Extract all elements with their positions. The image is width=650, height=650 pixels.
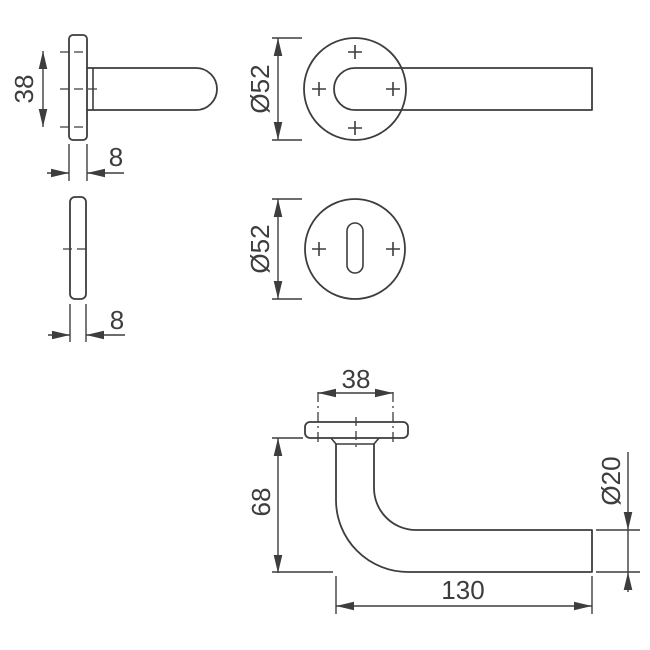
arrowhead-down xyxy=(38,109,48,127)
view-handle-side: 38 8 xyxy=(9,34,218,181)
arrowhead-up xyxy=(273,38,283,56)
rosette-side-outline xyxy=(68,34,88,141)
cross-mark-right xyxy=(386,242,400,256)
dimension-8-thickness: 8 xyxy=(48,304,125,342)
arrowhead-right xyxy=(375,388,393,398)
dim-label-8-thickness: 8 xyxy=(110,305,124,335)
arrowhead-up xyxy=(623,572,633,590)
arrowhead-right xyxy=(51,168,69,178)
fixing-cross-marks xyxy=(312,45,400,135)
dim-label-130-length: 130 xyxy=(441,575,484,605)
lever-grip-side-outline xyxy=(86,67,218,111)
cross-mark-right xyxy=(386,82,400,96)
cross-mark-bottom xyxy=(348,121,362,135)
cross-mark-top xyxy=(348,45,362,59)
dim-label-52-escutcheon: Ø52 xyxy=(245,224,275,273)
arrowhead-left xyxy=(336,601,354,611)
arrowhead-left xyxy=(86,330,104,340)
neck-collar xyxy=(330,437,380,445)
dimension-52-rosette: Ø52 xyxy=(245,37,302,141)
escutcheon-side-outline xyxy=(69,196,87,300)
dimension-38-width: 38 xyxy=(9,51,48,127)
escutcheon-front-outline xyxy=(304,198,406,300)
arrowhead-left xyxy=(318,388,336,398)
arrowhead-right xyxy=(574,601,592,611)
dimension-20-grip-diameter: Ø20 xyxy=(596,452,640,592)
dim-label-52-rosette: Ø52 xyxy=(245,64,275,113)
arrowhead-down xyxy=(273,281,283,299)
keyhole-slot xyxy=(346,222,364,274)
arrowhead-up xyxy=(273,438,283,456)
dimension-130-length: 130 xyxy=(335,575,593,614)
fixing-cross-marks xyxy=(312,242,400,256)
dimension-38-spacing: 38 xyxy=(318,364,393,398)
dimension-8-thickness: 8 xyxy=(47,142,124,181)
arrowhead-down xyxy=(623,512,633,530)
cross-mark-left xyxy=(312,82,326,96)
arrowhead-right xyxy=(52,330,70,340)
arrowhead-left xyxy=(87,168,105,178)
arrowhead-up xyxy=(273,199,283,217)
dimension-52-escutcheon: Ø52 xyxy=(245,198,302,300)
view-escutcheon-side: 8 xyxy=(48,196,125,342)
dim-label-20-grip: Ø20 xyxy=(596,456,626,505)
dim-label-8-thickness: 8 xyxy=(109,142,123,172)
cross-mark-left xyxy=(312,242,326,256)
lever-front-outline xyxy=(333,67,593,111)
arrowhead-down xyxy=(273,122,283,140)
view-handle-top: 38 68 130 Ø20 xyxy=(246,364,640,614)
view-escutcheon-front: Ø52 xyxy=(245,198,406,300)
dim-label-68-height: 68 xyxy=(246,488,276,517)
dimension-68-height: 68 xyxy=(246,437,333,573)
dim-label-38-spacing: 38 xyxy=(342,364,371,394)
arrowhead-up xyxy=(38,51,48,69)
view-handle-front: Ø52 xyxy=(245,37,593,141)
lever-top-outline xyxy=(335,443,593,573)
rosette-front-outline xyxy=(303,37,407,141)
dim-label-38-width: 38 xyxy=(9,75,39,104)
arrowhead-down xyxy=(273,555,283,573)
